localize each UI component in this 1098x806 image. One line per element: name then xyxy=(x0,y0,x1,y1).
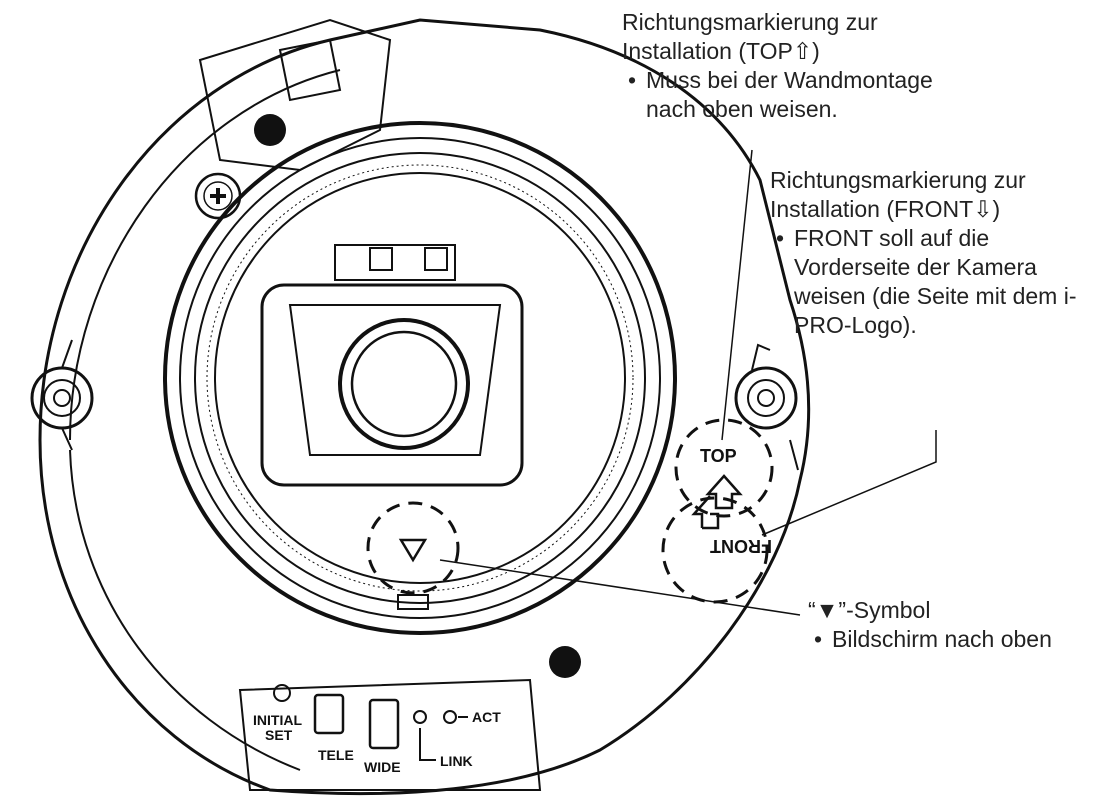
initial-set-button xyxy=(273,684,291,702)
wide-connector xyxy=(368,698,400,750)
triangle-symbol-callout: “▼”-Symbol Bildschirm nach oben xyxy=(808,596,1058,654)
side-screw-left xyxy=(30,339,94,451)
front-marker-bullet: FRONT soll auf die Vorderseite der Kamer… xyxy=(770,224,1084,340)
link-led xyxy=(413,710,427,724)
triangle-leader-line xyxy=(439,559,801,616)
connector-panel: INITIAL SET TELE WIDE ACT LINK xyxy=(238,678,542,791)
mounting-bracket-top-left xyxy=(198,18,392,172)
front-marker-label: FRONT xyxy=(710,536,772,556)
mounting-hole-top xyxy=(254,114,286,146)
screw-top-left xyxy=(194,172,242,220)
tele-connector xyxy=(313,693,345,735)
front-marker-title-line1: Richtungsmarkierung zur xyxy=(770,167,1026,193)
initial-label: INITIAL xyxy=(253,712,302,728)
link-label: LINK xyxy=(440,753,473,769)
camera-base-plate xyxy=(38,18,811,796)
top-marker-bullet: Muss bei der Wandmontage nach oben weise… xyxy=(622,66,946,124)
top-marker-label: TOP xyxy=(700,446,737,466)
triangle-symbol-bullet: Bildschirm nach oben xyxy=(808,625,1052,654)
side-screw-right xyxy=(734,343,799,471)
front-marker-title-line2: Installation (FRONT⇩) xyxy=(770,196,1001,222)
act-led xyxy=(443,710,457,724)
triangle-symbol-title: “▼”-Symbol xyxy=(808,597,931,623)
mounting-hole-bottom xyxy=(549,646,581,678)
act-label: ACT xyxy=(472,709,501,725)
triangle-symbol-marker xyxy=(366,501,460,610)
leader-lines xyxy=(439,149,937,616)
top-marker-title-line2: Installation (TOP⇧) xyxy=(622,38,820,64)
top-marker-title-line1: Richtungsmarkierung zur xyxy=(622,9,878,35)
front-direction-marker: FRONT xyxy=(661,495,772,604)
front-marker-callout: Richtungsmarkierung zur Installation (FR… xyxy=(770,166,1090,340)
set-label: SET xyxy=(265,727,293,743)
front-leader-line xyxy=(761,430,937,536)
top-marker-callout: Richtungsmarkierung zur Installation (TO… xyxy=(622,8,933,124)
wide-label: WIDE xyxy=(364,759,401,775)
tele-label: TELE xyxy=(318,747,354,763)
lens-rings xyxy=(163,121,677,635)
lens-housing xyxy=(260,244,524,487)
top-leader-line xyxy=(721,149,753,441)
top-direction-marker: TOP xyxy=(674,418,774,518)
